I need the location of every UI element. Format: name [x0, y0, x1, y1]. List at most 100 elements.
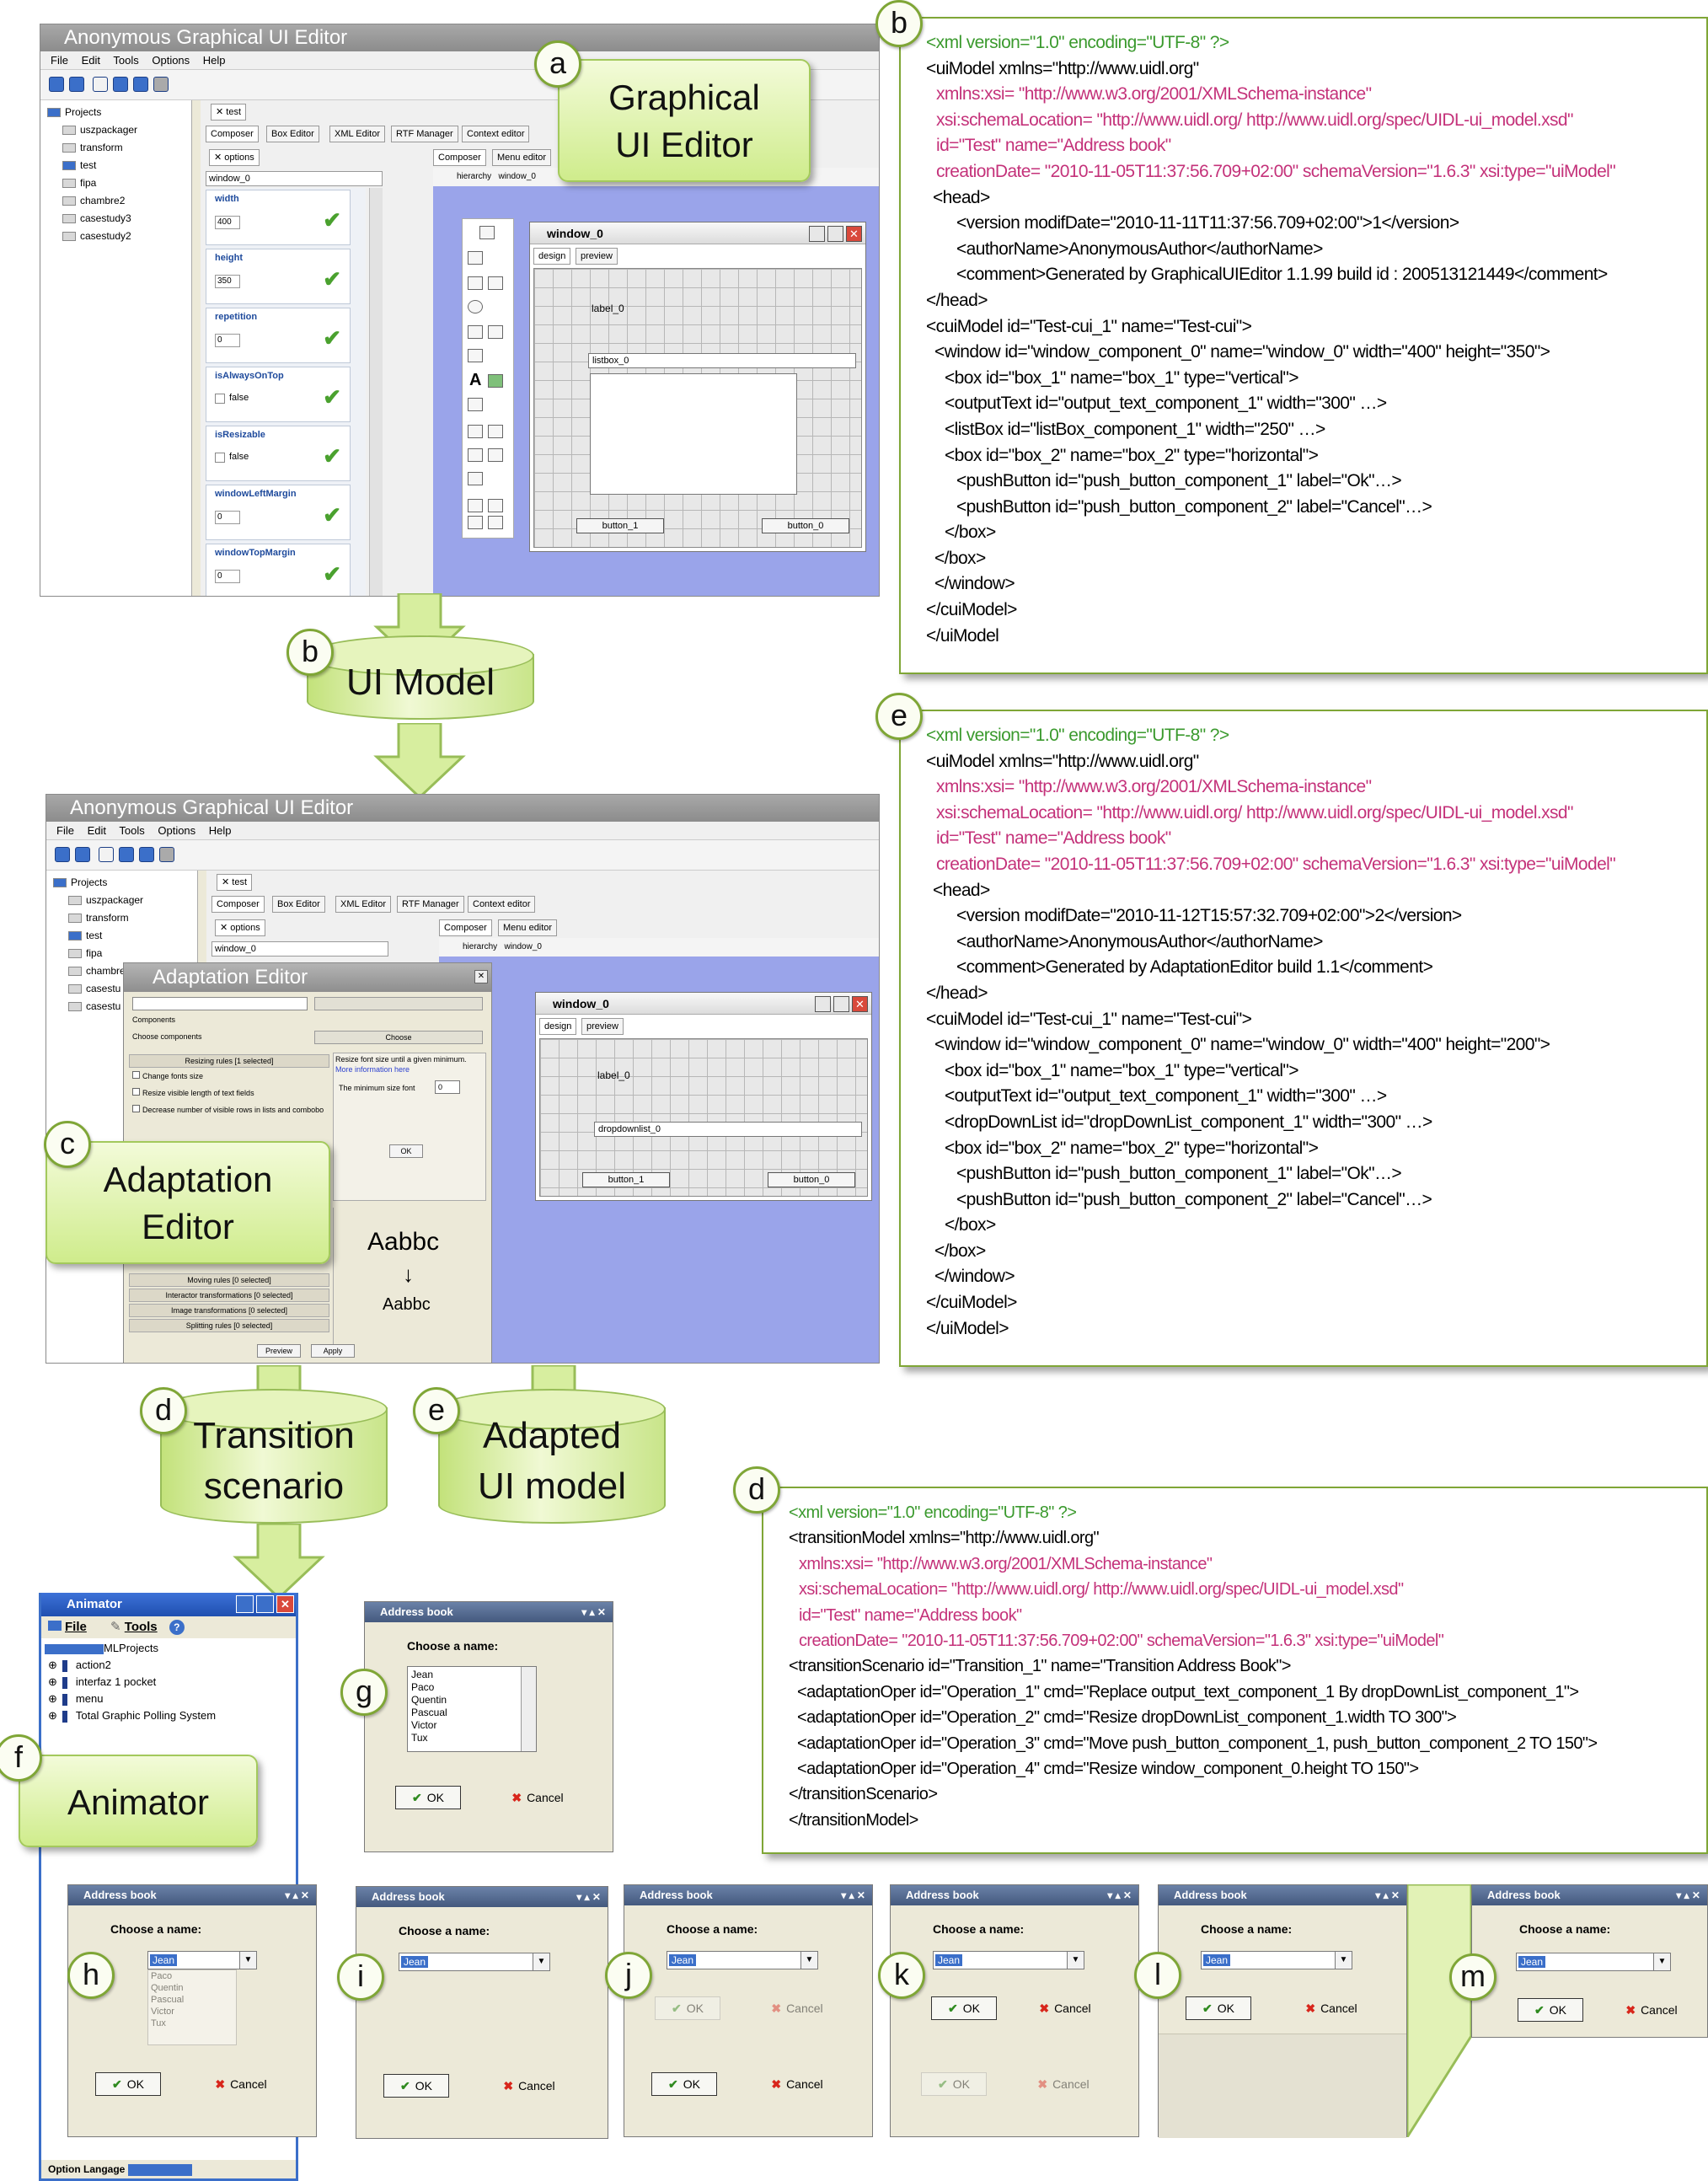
- ok-button[interactable]: ✔OK: [651, 2072, 717, 2096]
- tree-item[interactable]: test: [47, 157, 185, 174]
- list-item[interactable]: Quentin: [151, 1983, 184, 1993]
- dropdown-list[interactable]: Paco Quentin Pascual Victor Tux: [147, 1969, 237, 2045]
- tree-item[interactable]: fipa: [47, 174, 185, 192]
- ok-button[interactable]: ✔OK: [95, 2072, 161, 2096]
- more-info-link[interactable]: More information here: [335, 1065, 410, 1074]
- new-icon[interactable]: [99, 847, 114, 862]
- prop-left-margin-input[interactable]: 0: [215, 511, 240, 524]
- platform-select[interactable]: [132, 997, 308, 1010]
- slider-tool-icon[interactable]: [468, 472, 483, 485]
- name-dropdown[interactable]: Jean▼: [933, 1951, 1084, 1969]
- list-item[interactable]: Pascual: [411, 1707, 447, 1718]
- menu-file[interactable]: File: [56, 824, 74, 837]
- close-button[interactable]: ✕: [276, 1595, 294, 1613]
- menu-tools[interactable]: Tools: [113, 54, 139, 67]
- subtab-box-editor[interactable]: Box Editor: [272, 896, 325, 913]
- preview-button[interactable]: Preview: [257, 1344, 301, 1358]
- tab-options[interactable]: ✕ options: [215, 919, 265, 936]
- radio-tool-icon[interactable]: [468, 300, 483, 313]
- tree-item[interactable]: chambre2: [53, 962, 190, 980]
- cancel-button[interactable]: ✖Cancel: [771, 2077, 823, 2091]
- open-icon[interactable]: [55, 847, 70, 862]
- tree-item[interactable]: casestu: [53, 998, 190, 1015]
- tab-composer[interactable]: Composer: [439, 919, 492, 936]
- list-scrollbar[interactable]: [521, 1667, 536, 1751]
- moving-rules-header[interactable]: Moving rules [0 selected]: [129, 1273, 329, 1287]
- rule-ok-button[interactable]: OK: [389, 1144, 423, 1158]
- dropdownlist-0[interactable]: dropdownlist_0: [594, 1122, 862, 1137]
- tree-item[interactable]: transform: [53, 909, 190, 927]
- window-controls[interactable]: ▾ ▴ ✕: [1676, 1889, 1700, 1901]
- tab-composer[interactable]: Composer: [433, 149, 486, 166]
- window-controls[interactable]: ▾ ▴ ✕: [841, 1889, 865, 1901]
- tree-item[interactable]: casestudy3: [47, 210, 185, 228]
- name-dropdown[interactable]: Jean▼: [1516, 1953, 1671, 1971]
- tree-item[interactable]: fipa: [53, 945, 190, 962]
- image-rules-header[interactable]: Image transformations [0 selected]: [129, 1304, 329, 1317]
- ok-button[interactable]: ✔OK: [1186, 1996, 1251, 2020]
- decrease-rows-checkbox[interactable]: [132, 1105, 140, 1112]
- tab-design[interactable]: design: [539, 1018, 577, 1035]
- help-icon[interactable]: ?: [169, 1620, 185, 1635]
- language-select[interactable]: [128, 2163, 193, 2176]
- move-icon[interactable]: [468, 251, 483, 265]
- close-button[interactable]: ✕: [846, 226, 862, 242]
- tree-item[interactable]: ⊕interfaz 1 pocket: [48, 1675, 157, 1689]
- minimize-button[interactable]: [236, 1595, 254, 1613]
- ok-button[interactable]: ✔OK: [931, 1996, 997, 2020]
- listbox-0[interactable]: listbox_0: [588, 353, 856, 368]
- prop-top-margin-input[interactable]: 0: [215, 570, 240, 583]
- change-font-checkbox[interactable]: [132, 1071, 140, 1079]
- menu-options[interactable]: Options: [158, 824, 196, 837]
- tab-test[interactable]: ✕ test: [211, 104, 247, 121]
- window-controls[interactable]: ▾ ▴ ✕: [285, 1889, 309, 1901]
- cancel-button[interactable]: ✖Cancel: [1305, 2001, 1357, 2015]
- choose-button[interactable]: Choose: [314, 1031, 483, 1044]
- tab-tool-icon[interactable]: [468, 516, 483, 529]
- label-0[interactable]: label_0: [592, 303, 624, 314]
- prop-width-input[interactable]: 400: [215, 216, 240, 229]
- list-item[interactable]: Jean: [411, 1669, 434, 1680]
- resize-text-checkbox[interactable]: [132, 1088, 140, 1096]
- spinner-tool-icon[interactable]: [468, 349, 483, 362]
- run-icon[interactable]: [159, 847, 174, 862]
- save-all-icon[interactable]: [139, 847, 154, 862]
- textarea-tool-icon[interactable]: [488, 325, 503, 339]
- tree-tool-icon[interactable]: [468, 448, 483, 462]
- subtab-rtf-manager[interactable]: RTF Manager: [391, 126, 458, 142]
- prop-repetition-input[interactable]: 0: [215, 334, 240, 347]
- window-select[interactable]: window_0: [211, 941, 388, 957]
- button-0[interactable]: button_0: [762, 518, 849, 533]
- button-1[interactable]: button_1: [582, 1172, 670, 1187]
- tree-item[interactable]: chambre2: [47, 192, 185, 210]
- save-icon[interactable]: [113, 77, 128, 92]
- tab-design[interactable]: design: [533, 248, 571, 265]
- subtab-composer[interactable]: Composer: [211, 896, 265, 913]
- tree-item[interactable]: Projects: [47, 104, 185, 121]
- listbox-area[interactable]: [590, 373, 797, 495]
- property-scrollbar[interactable]: [369, 188, 383, 596]
- splitting-rules-header[interactable]: Splitting rules [0 selected]: [129, 1319, 329, 1332]
- checkbox-tool-icon[interactable]: [488, 276, 503, 290]
- minimize-button[interactable]: [809, 226, 825, 242]
- subtab-context-editor[interactable]: Context editor: [468, 896, 536, 913]
- tree-item[interactable]: test: [53, 927, 190, 945]
- frame-tool-icon[interactable]: [488, 516, 503, 529]
- cancel-button[interactable]: ✖Cancel: [1625, 2003, 1678, 2017]
- button-0[interactable]: button_0: [768, 1172, 855, 1187]
- chevron-down-icon[interactable]: ▼: [800, 1952, 817, 1969]
- resizing-rules-header[interactable]: Resizing rules [1 selected]: [129, 1054, 329, 1068]
- resizable-checkbox[interactable]: [215, 453, 225, 463]
- button-tool-icon[interactable]: [468, 276, 483, 290]
- list-item[interactable]: Paco: [411, 1681, 435, 1693]
- open-icon[interactable]: [49, 77, 64, 92]
- close-button[interactable]: ✕: [852, 996, 868, 1012]
- tree-item[interactable]: uszpackager: [53, 892, 190, 909]
- subtab-xml-editor[interactable]: XML Editor: [335, 896, 392, 913]
- progress-tool-icon[interactable]: [468, 499, 483, 512]
- save-all-icon[interactable]: [133, 77, 148, 92]
- menu-tools[interactable]: Tools: [124, 1620, 158, 1634]
- subtab-composer[interactable]: Composer: [206, 126, 259, 142]
- ok-button[interactable]: ✔OK: [395, 1786, 461, 1809]
- label-tool-icon[interactable]: A: [469, 371, 482, 389]
